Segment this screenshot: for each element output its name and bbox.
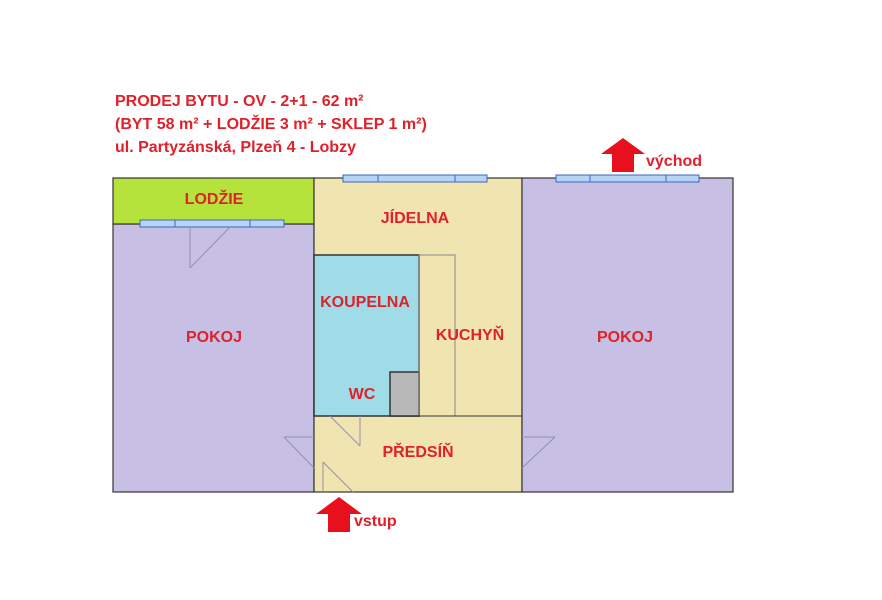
area-breakdown: (BYT 58 m² + LODŽIE 3 m² + SKLEP 1 m²) (115, 116, 427, 133)
listing-title: PRODEJ BYTU - OV - 2+1 - 62 m² (115, 93, 364, 110)
window-jidelna (342, 174, 488, 183)
label-predsin: PŘEDSÍŇ (382, 444, 454, 461)
listing-header: PRODEJ BYTU - OV - 2+1 - 62 m² (BYT 58 m… (115, 90, 427, 159)
label-east: východ (646, 153, 703, 170)
door-swing-lodzie (189, 226, 231, 269)
door-swing-pokoj-right (521, 436, 556, 469)
label-lodzie: LODŽIE (184, 191, 244, 208)
label-koupelna: KOUPELNA (320, 294, 410, 311)
label-pokoj-left: POKOJ (185, 329, 243, 346)
label-jidelna: JÍDELNA (380, 210, 450, 227)
door-swing-pokoj-left (283, 436, 315, 469)
label-kuchyn: KUCHYŇ (435, 327, 505, 344)
label-pokoj-right: POKOJ (596, 329, 654, 346)
door-swing-entrance (322, 461, 354, 493)
window-pokoj-right (555, 174, 700, 183)
door-swing-koupelna (329, 415, 361, 447)
label-wc: WC (348, 386, 376, 403)
room-lodzie (112, 177, 315, 225)
room-pokoj-left (112, 223, 315, 493)
window-lodzie (139, 219, 285, 228)
arrow-up-icon (316, 497, 362, 532)
address: ul. Partyzánská, Plzeň 4 - Lobzy (115, 139, 356, 156)
wc-fixture (389, 371, 420, 417)
room-pokoj-right (521, 177, 734, 493)
arrow-up-icon (601, 138, 645, 172)
label-entrance: vstup (354, 513, 397, 530)
